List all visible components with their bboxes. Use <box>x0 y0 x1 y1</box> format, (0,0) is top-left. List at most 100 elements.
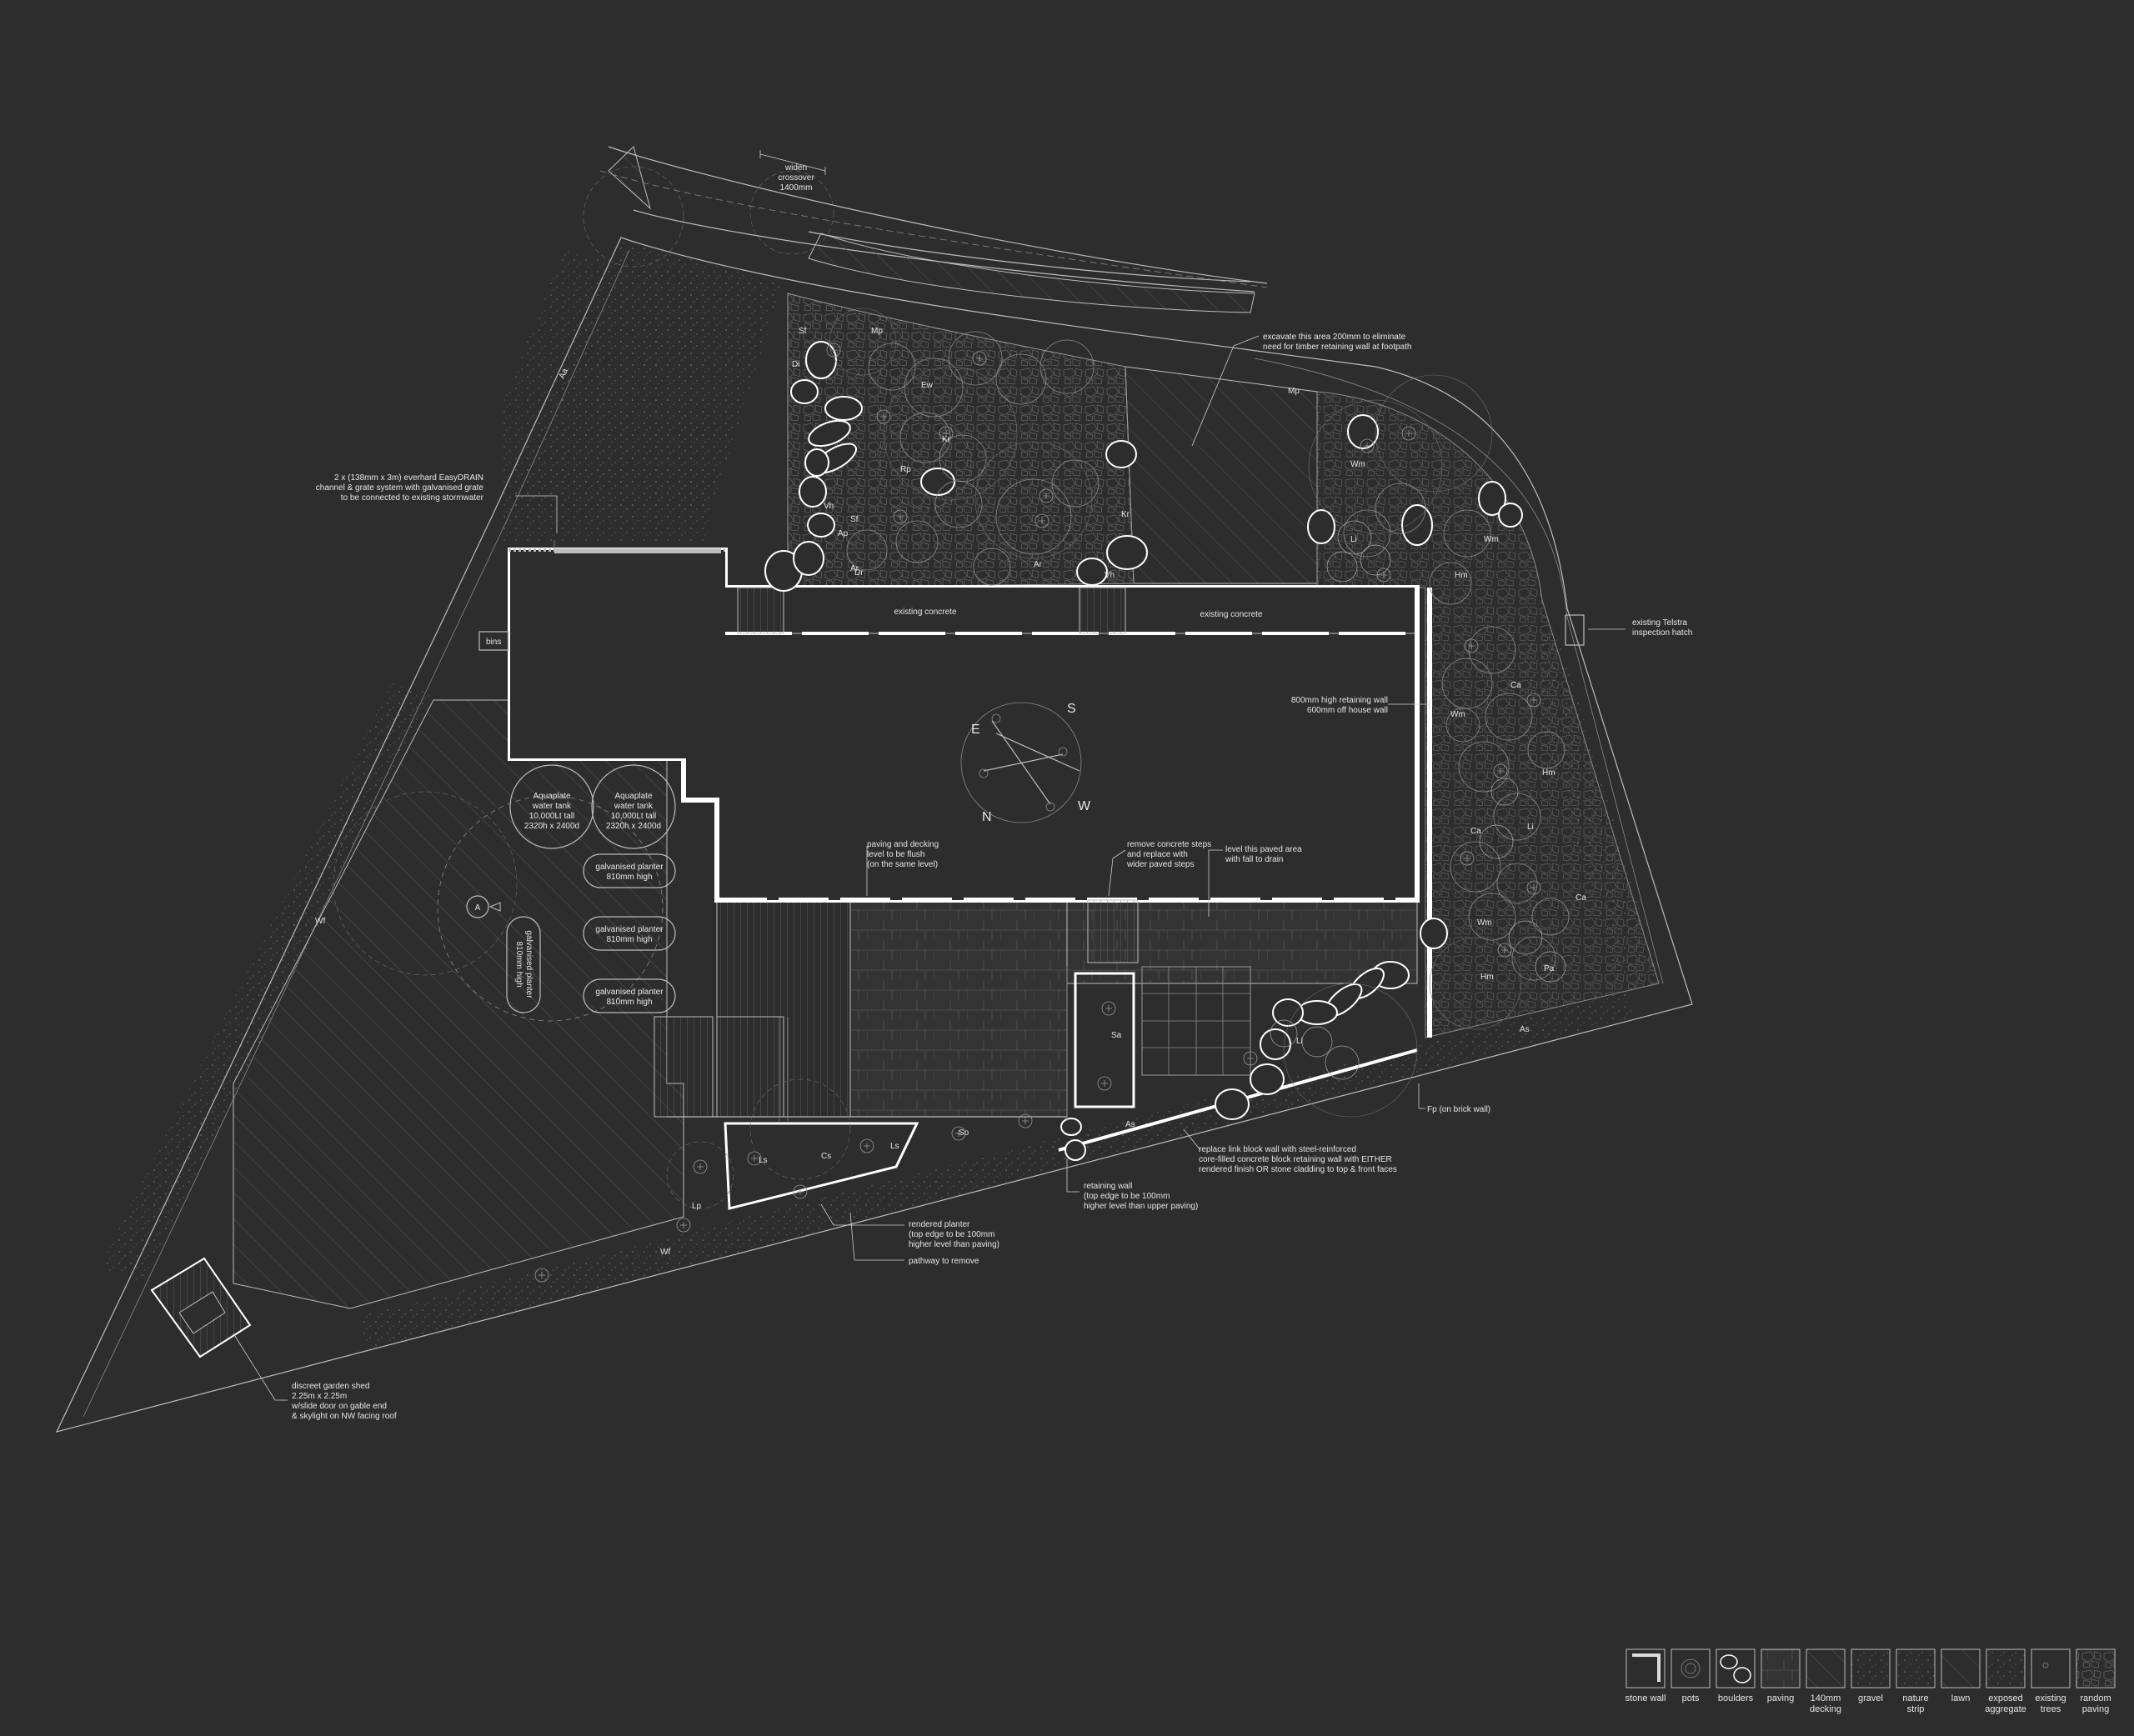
svg-text:Kr: Kr <box>942 435 951 444</box>
svg-text:aggregate: aggregate <box>1985 1704 2026 1714</box>
label-tank-1: Aquaplate water tank 10,000Lt tall 2320h… <box>524 792 579 831</box>
annotation-retaining-house: 800mm high retaining wall 600mm off hous… <box>1291 696 1430 715</box>
svg-text:lawn: lawn <box>1951 1693 1971 1703</box>
legend-stone-wall: stone wall <box>1626 1648 1666 1703</box>
water-tank-2 <box>591 764 676 849</box>
svg-text:channel & grate system with ga: channel & grate system with galvanised g… <box>316 483 484 493</box>
svg-text:water tank: water tank <box>614 802 654 811</box>
svg-text:1400mm: 1400mm <box>780 183 813 193</box>
svg-text:Wf: Wf <box>315 917 325 926</box>
galvanised-planter-1 <box>583 853 676 888</box>
svg-text:random: random <box>2080 1693 2111 1703</box>
svg-text:140mm: 140mm <box>1811 1693 1841 1703</box>
svg-text:galvanised planter: galvanised planter <box>595 863 664 872</box>
annotation-remove-steps: remove concrete steps and replace with w… <box>1108 840 1211 897</box>
garden-bed-east <box>1316 391 1660 1038</box>
legend-paving: paving <box>1761 1648 1801 1703</box>
planting-east <box>1283 374 1570 1118</box>
svg-text:Ls: Ls <box>890 1142 899 1151</box>
svg-text:10,000Lt tall: 10,000Lt tall <box>611 812 657 821</box>
svg-text:Wm: Wm <box>1477 918 1492 928</box>
annotation-widen-crossover: widen crossover 1400mm <box>759 150 826 193</box>
svg-text:Vh: Vh <box>1105 571 1115 580</box>
svg-text:2320h x 2400d: 2320h x 2400d <box>606 822 661 831</box>
label-existing-concrete-1: existing concrete <box>894 608 956 617</box>
front-steps <box>737 587 784 634</box>
paving-area <box>849 899 1068 1118</box>
svg-text:N: N <box>982 810 992 824</box>
svg-text:with fall to drain: with fall to drain <box>1225 855 1283 864</box>
svg-text:800mm high retaining wall: 800mm high retaining wall <box>1291 696 1388 705</box>
svg-text:Pa: Pa <box>1544 964 1555 973</box>
label-planter-2: galvanised planter 810mm high <box>595 925 664 944</box>
svg-text:Li: Li <box>1296 1037 1303 1046</box>
stormwater-leader <box>515 495 558 533</box>
svg-text:excavate this area 200mm to el: excavate this area 200mm to eliminate <box>1263 333 1406 342</box>
svg-text:galvanised planter: galvanised planter <box>524 930 534 998</box>
label-planter-vertical: galvanised planter 810mm high <box>514 930 534 998</box>
svg-text:paving: paving <box>2082 1704 2109 1714</box>
front-gravel-area <box>500 242 784 517</box>
svg-text:level to be flush: level to be flush <box>867 850 925 859</box>
svg-text:As: As <box>1520 1025 1530 1034</box>
lawn-area-north <box>1125 366 1318 584</box>
svg-text:trees: trees <box>2041 1704 2061 1714</box>
existing-trees <box>333 166 972 1209</box>
svg-text:existing: existing <box>2035 1693 2066 1703</box>
easydrain-channel <box>554 548 721 553</box>
svg-text:Aquaplate: Aquaplate <box>614 792 652 801</box>
svg-text:Ar: Ar <box>1034 560 1043 569</box>
feature-shrubs <box>1270 520 1566 1080</box>
svg-text:to be connected to existing st: to be connected to existing stormwater <box>341 493 484 503</box>
svg-text:2 x (138mm x 3m) everhard Easy: 2 x (138mm x 3m) everhard EasyDRAIN <box>334 473 483 483</box>
svg-text:pots: pots <box>1682 1693 1700 1703</box>
annotation-paving-decking: paving and decking level to be flush (on… <box>866 840 939 896</box>
annotation-telstra: existing Telstra inspection hatch <box>1588 618 1692 638</box>
label-tank-2: Aquaplate water tank 10,000Lt tall 2320h… <box>606 792 661 831</box>
label-planter-3: galvanised planter 810mm high <box>595 988 664 1007</box>
svg-text:810mm high: 810mm high <box>514 941 523 987</box>
svg-text:nature: nature <box>1902 1693 1928 1703</box>
svg-text:w/slide door on gable end: w/slide door on gable end <box>291 1402 387 1411</box>
annotation-fp-brick: Fp (on brick wall) <box>1418 1083 1490 1114</box>
svg-text:replace link block wall with s: replace link block wall with steel-reinf… <box>1199 1145 1356 1154</box>
svg-text:Hm: Hm <box>1542 768 1555 778</box>
svg-text:E: E <box>971 723 980 737</box>
svg-text:A: A <box>475 903 481 913</box>
svg-text:Li: Li <box>1527 823 1534 832</box>
svg-text:600mm off house wall: 600mm off house wall <box>1307 706 1388 715</box>
svg-text:& skylight on NW facing roof: & skylight on NW facing roof <box>292 1412 397 1421</box>
legend-boulders: boulders <box>1716 1648 1756 1703</box>
legend-lawn: lawn <box>1941 1648 1981 1703</box>
annotation-level-paved: level this paved area with fall to drain <box>1208 845 1302 917</box>
annotation-shed: discreet garden shed 2.25m x 2.25m w/sli… <box>233 1333 397 1421</box>
svg-text:exposed: exposed <box>1988 1693 2023 1703</box>
north-steps <box>1079 587 1126 634</box>
annotation-excavate: excavate this area 200mm to eliminate ne… <box>1191 333 1411 447</box>
svg-text:Ew: Ew <box>921 381 934 390</box>
svg-text:level this paved area: level this paved area <box>1225 845 1302 854</box>
svg-text:810mm high: 810mm high <box>606 873 652 882</box>
svg-text:Mp: Mp <box>1288 387 1300 396</box>
svg-text:(on the same level): (on the same level) <box>867 860 938 869</box>
plant-codes: Sf Mp Di Ew Kr Rp Sf Vh Ap Ar Ar Dr Kr V… <box>315 327 1586 1257</box>
legend-gravel: gravel <box>1851 1648 1891 1703</box>
svg-text:Wm: Wm <box>1350 460 1365 469</box>
section-marker: A <box>466 895 501 918</box>
svg-text:Li: Li <box>1350 535 1357 544</box>
svg-text:bins: bins <box>486 638 501 647</box>
svg-text:Cs: Cs <box>821 1152 831 1161</box>
svg-text:gravel: gravel <box>1858 1693 1883 1703</box>
planting-north <box>829 308 1100 586</box>
svg-text:2.25m x 2.25m: 2.25m x 2.25m <box>292 1392 347 1401</box>
svg-text:W: W <box>1078 799 1091 813</box>
legend-random-paving: random paving <box>2076 1648 2116 1714</box>
svg-text:(top edge to be 100mm: (top edge to be 100mm <box>909 1230 994 1239</box>
svg-text:So: So <box>959 1128 969 1138</box>
svg-text:As: As <box>1125 1120 1135 1129</box>
svg-text:Sa: Sa <box>1111 1031 1122 1040</box>
legend: stone wall pots boulders paving 140mm de… <box>1626 1648 2116 1714</box>
svg-text:Sf: Sf <box>850 515 859 524</box>
svg-text:2320h x 2400d: 2320h x 2400d <box>524 822 579 831</box>
